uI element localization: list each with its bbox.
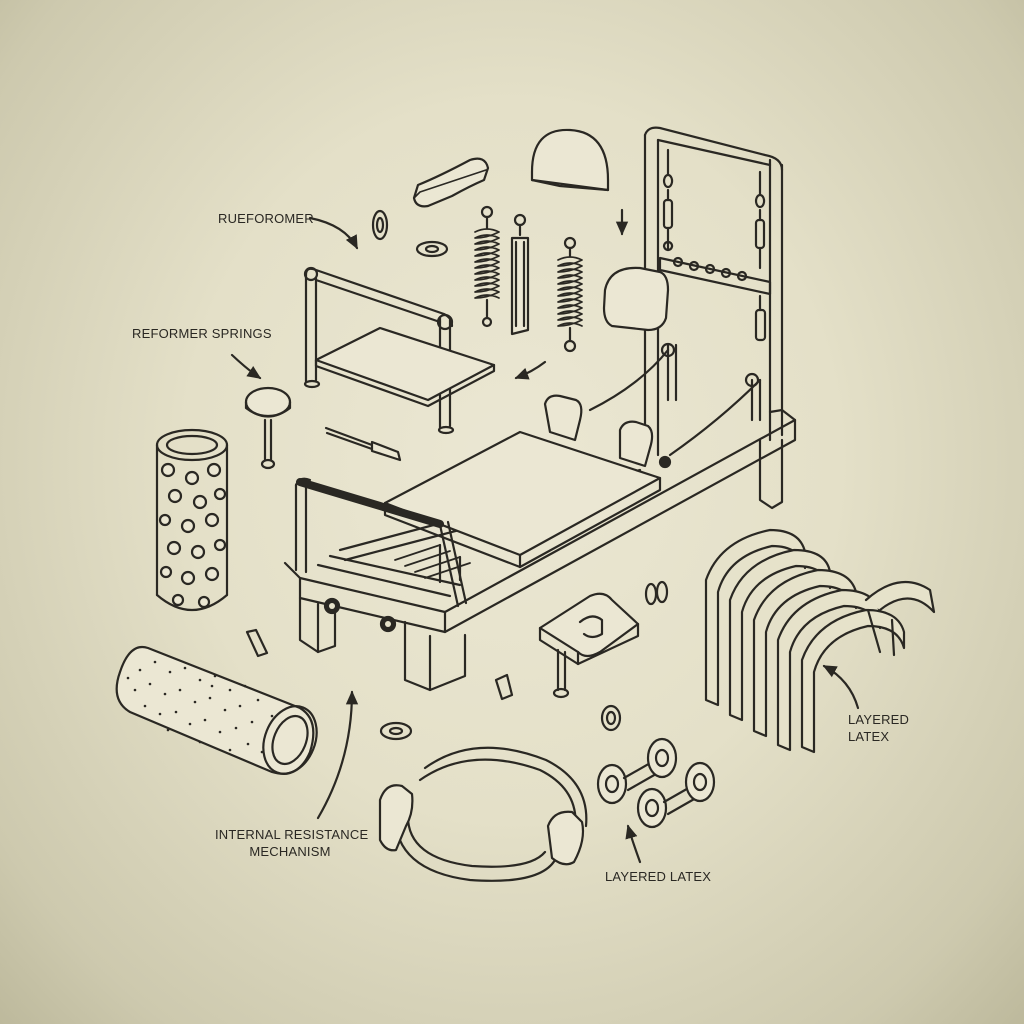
springs-leader-arrow bbox=[232, 355, 262, 378]
curved-arrow-icon bbox=[514, 362, 545, 380]
mechanism-leader-arrow bbox=[318, 690, 359, 818]
pilates-ring bbox=[380, 748, 586, 881]
spring-part-1 bbox=[475, 207, 499, 326]
label-internal-resistance: INTERNAL RESISTANCE MECHANISM bbox=[215, 826, 369, 860]
reformer-machine bbox=[285, 128, 795, 690]
washer-part-1 bbox=[381, 723, 411, 739]
ring-part-2 bbox=[417, 242, 447, 256]
latex-bands bbox=[706, 530, 934, 752]
pin-part bbox=[326, 428, 400, 460]
washer-part-3 bbox=[646, 584, 656, 604]
clamp-part bbox=[540, 594, 638, 697]
small-bar-part-2 bbox=[496, 675, 512, 699]
latex-bottom-leader-arrow bbox=[625, 824, 640, 862]
washer-part-2 bbox=[602, 706, 620, 730]
label-layered-latex-right: LAYERED LATEX bbox=[848, 711, 909, 745]
reformer-leader-arrow bbox=[310, 218, 357, 250]
spring-part-3 bbox=[558, 238, 582, 351]
label-internal-resistance-line1: INTERNAL RESISTANCE bbox=[215, 827, 369, 842]
latex-right-leader-arrow bbox=[822, 666, 858, 708]
semicircle-block-part bbox=[532, 130, 608, 190]
label-layered-latex-right-line1: LAYERED bbox=[848, 712, 910, 727]
dumbbells bbox=[598, 739, 714, 827]
reformer-frame bbox=[285, 410, 795, 690]
label-internal-resistance-line2: MECHANISM bbox=[249, 844, 331, 859]
small-bar-part-1 bbox=[247, 630, 267, 656]
ring-part-1 bbox=[373, 211, 387, 239]
reformer-tower bbox=[645, 128, 782, 460]
label-reformer-springs: REFORMER SPRINGS bbox=[132, 326, 272, 341]
textured-foam-roller bbox=[117, 647, 327, 782]
reformer-footbar bbox=[296, 479, 466, 606]
label-layered-latex-bottom: LAYERED LATEX bbox=[605, 869, 712, 884]
platform-part bbox=[305, 268, 494, 433]
label-reformer: RUEFOROMER bbox=[218, 211, 314, 226]
disc-stand-part bbox=[246, 388, 290, 468]
label-layered-latex-right-line2: LATEX bbox=[848, 729, 890, 744]
spiky-foam-roller bbox=[157, 430, 227, 610]
reformer-carriage bbox=[385, 268, 760, 567]
spring-part-2 bbox=[512, 215, 528, 334]
